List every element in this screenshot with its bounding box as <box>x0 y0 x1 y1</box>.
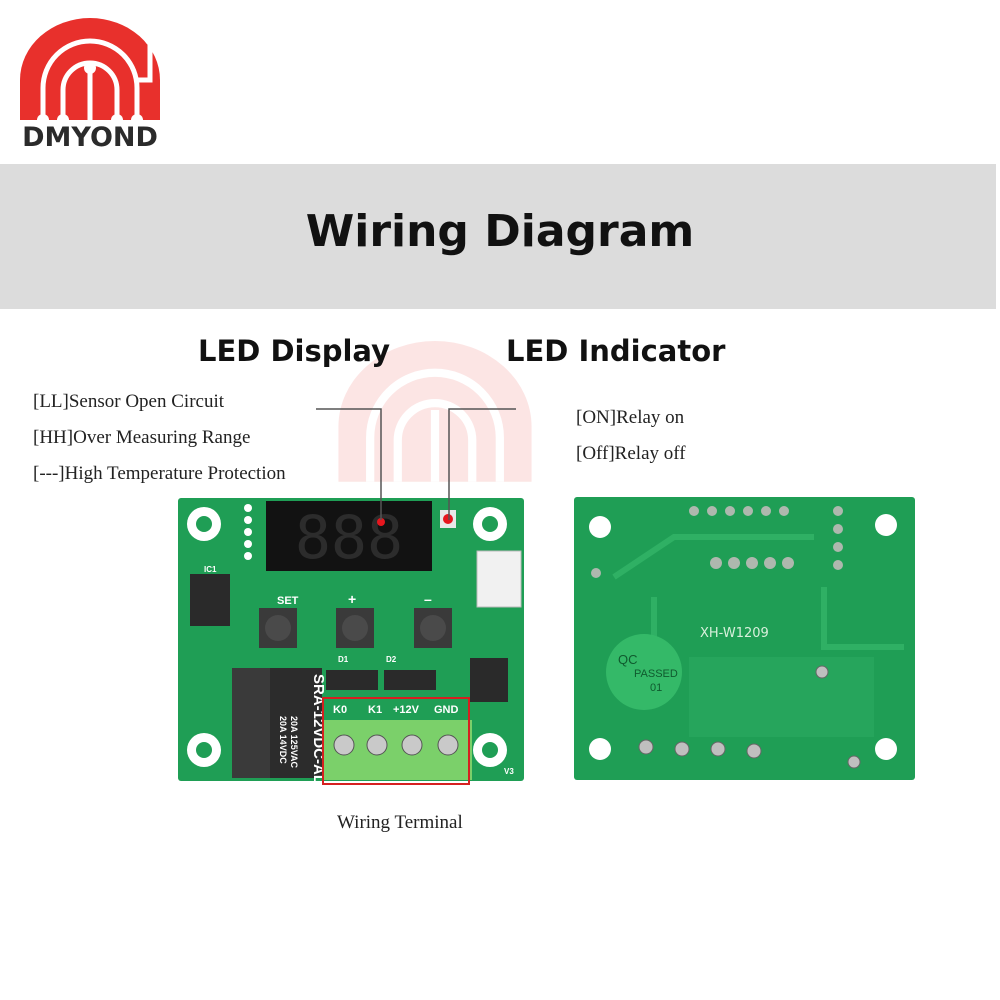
plus-button[interactable] <box>336 608 374 648</box>
led-indicator-heading: LED Indicator <box>506 334 726 368</box>
display-callout-line <box>316 408 382 520</box>
relay-trace-area <box>689 657 874 737</box>
diode-d1 <box>326 670 378 690</box>
terminal-label-gnd: GND <box>434 704 459 716</box>
svg-text:PASSED: PASSED <box>634 668 678 680</box>
led-display-heading: LED Display <box>198 334 391 368</box>
plus-label: + <box>348 591 356 607</box>
note-off: [Off]Relay off <box>576 443 686 464</box>
minus-button[interactable] <box>414 608 452 648</box>
display-digits: 888 <box>295 503 403 573</box>
solder-pads <box>591 506 843 578</box>
dmyond-logo: DMYOND <box>20 18 160 153</box>
diode-d2 <box>384 670 436 690</box>
voltage-regulator <box>470 658 508 702</box>
back-pcb: XH-W1209 QC PASSED 01 <box>574 497 915 780</box>
back-terminal-pins <box>638 665 861 769</box>
minus-label: – <box>424 591 432 607</box>
svg-text:IC1: IC1 <box>204 565 217 574</box>
svg-text:D1: D1 <box>338 655 349 664</box>
indicator-callout-line <box>448 408 516 520</box>
svg-text:01: 01 <box>650 682 662 694</box>
board-model: XH-W1209 <box>700 626 769 641</box>
logo-wordmark: DMYOND <box>22 122 158 153</box>
note-hh: [HH]Over Measuring Range <box>33 427 251 448</box>
header-pads <box>244 504 252 560</box>
wiring-terminal-caption: Wiring Terminal <box>337 812 463 833</box>
terminal-label-12v: +12V <box>393 704 420 716</box>
front-pcb: 888 IC1 SET + – D1 D2 SRA-12VDC-AL 20A 1… <box>178 498 524 781</box>
terminal-label-k0: K0 <box>333 704 347 716</box>
note-dashes: [---]High Temperature Protection <box>33 463 286 484</box>
set-label: SET <box>277 595 299 607</box>
svg-text:20A 14VDC: 20A 14VDC <box>278 716 288 764</box>
page-title: Wiring Diagram <box>305 206 695 257</box>
qc-sticker: QC PASSED 01 <box>606 634 682 710</box>
note-on: [ON]Relay on <box>576 407 685 428</box>
display-dot <box>377 518 385 526</box>
ic-chip <box>190 574 230 626</box>
title-banner <box>0 164 996 309</box>
note-ll: [LL]Sensor Open Circuit <box>33 391 225 412</box>
svg-text:QC: QC <box>618 652 638 667</box>
svg-text:D2: D2 <box>386 655 397 664</box>
set-button[interactable] <box>259 608 297 648</box>
svg-text:20A 125VAC: 20A 125VAC <box>289 716 299 769</box>
back-mounting-holes <box>589 514 897 760</box>
indicator-led <box>443 514 453 524</box>
seven-segment-display <box>266 501 432 571</box>
watermark-logo <box>338 341 532 482</box>
svg-text:V3: V3 <box>504 767 514 776</box>
terminal-highlight-box <box>322 697 470 785</box>
terminal-label-k1: K1 <box>368 704 382 716</box>
sensor-connector <box>476 550 522 608</box>
terminal-screws[interactable] <box>333 734 459 756</box>
